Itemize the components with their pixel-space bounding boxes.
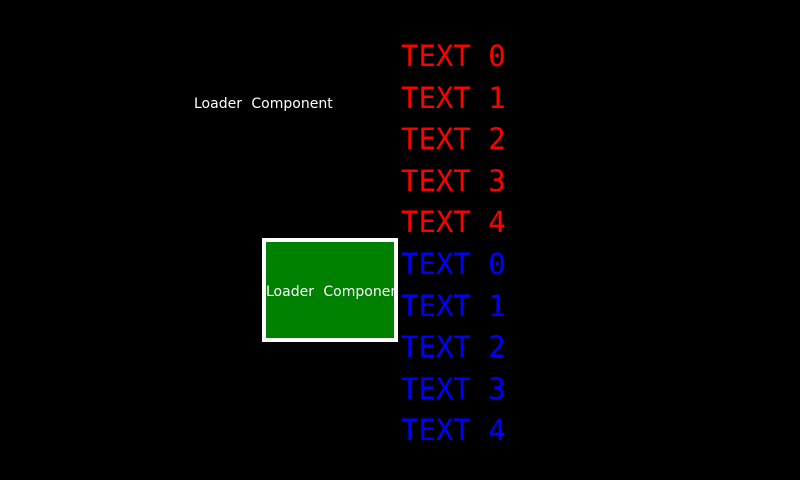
text-item-red-1: TEXT 1 <box>401 80 506 115</box>
text-item-blue-2: TEXT 2 <box>401 330 506 365</box>
text-item-red-3: TEXT 3 <box>401 163 506 198</box>
text-item-list: TEXT 0 TEXT 1 TEXT 2 TEXT 3 TEXT 4 TEXT … <box>401 36 506 452</box>
loader-component-label: Loader Component <box>194 96 333 112</box>
text-item-blue-4: TEXT 4 <box>401 413 506 448</box>
text-item-blue-0: TEXT 0 <box>401 246 506 281</box>
text-item-red-4: TEXT 4 <box>401 205 506 240</box>
loader-component-box-label: Loader Component <box>266 283 398 300</box>
text-item-red-0: TEXT 0 <box>401 39 506 73</box>
text-item-blue-3: TEXT 3 <box>401 371 506 406</box>
loader-component-box: Loader Component <box>262 238 398 342</box>
text-item-blue-1: TEXT 1 <box>401 288 506 323</box>
text-item-red-2: TEXT 2 <box>401 122 506 157</box>
